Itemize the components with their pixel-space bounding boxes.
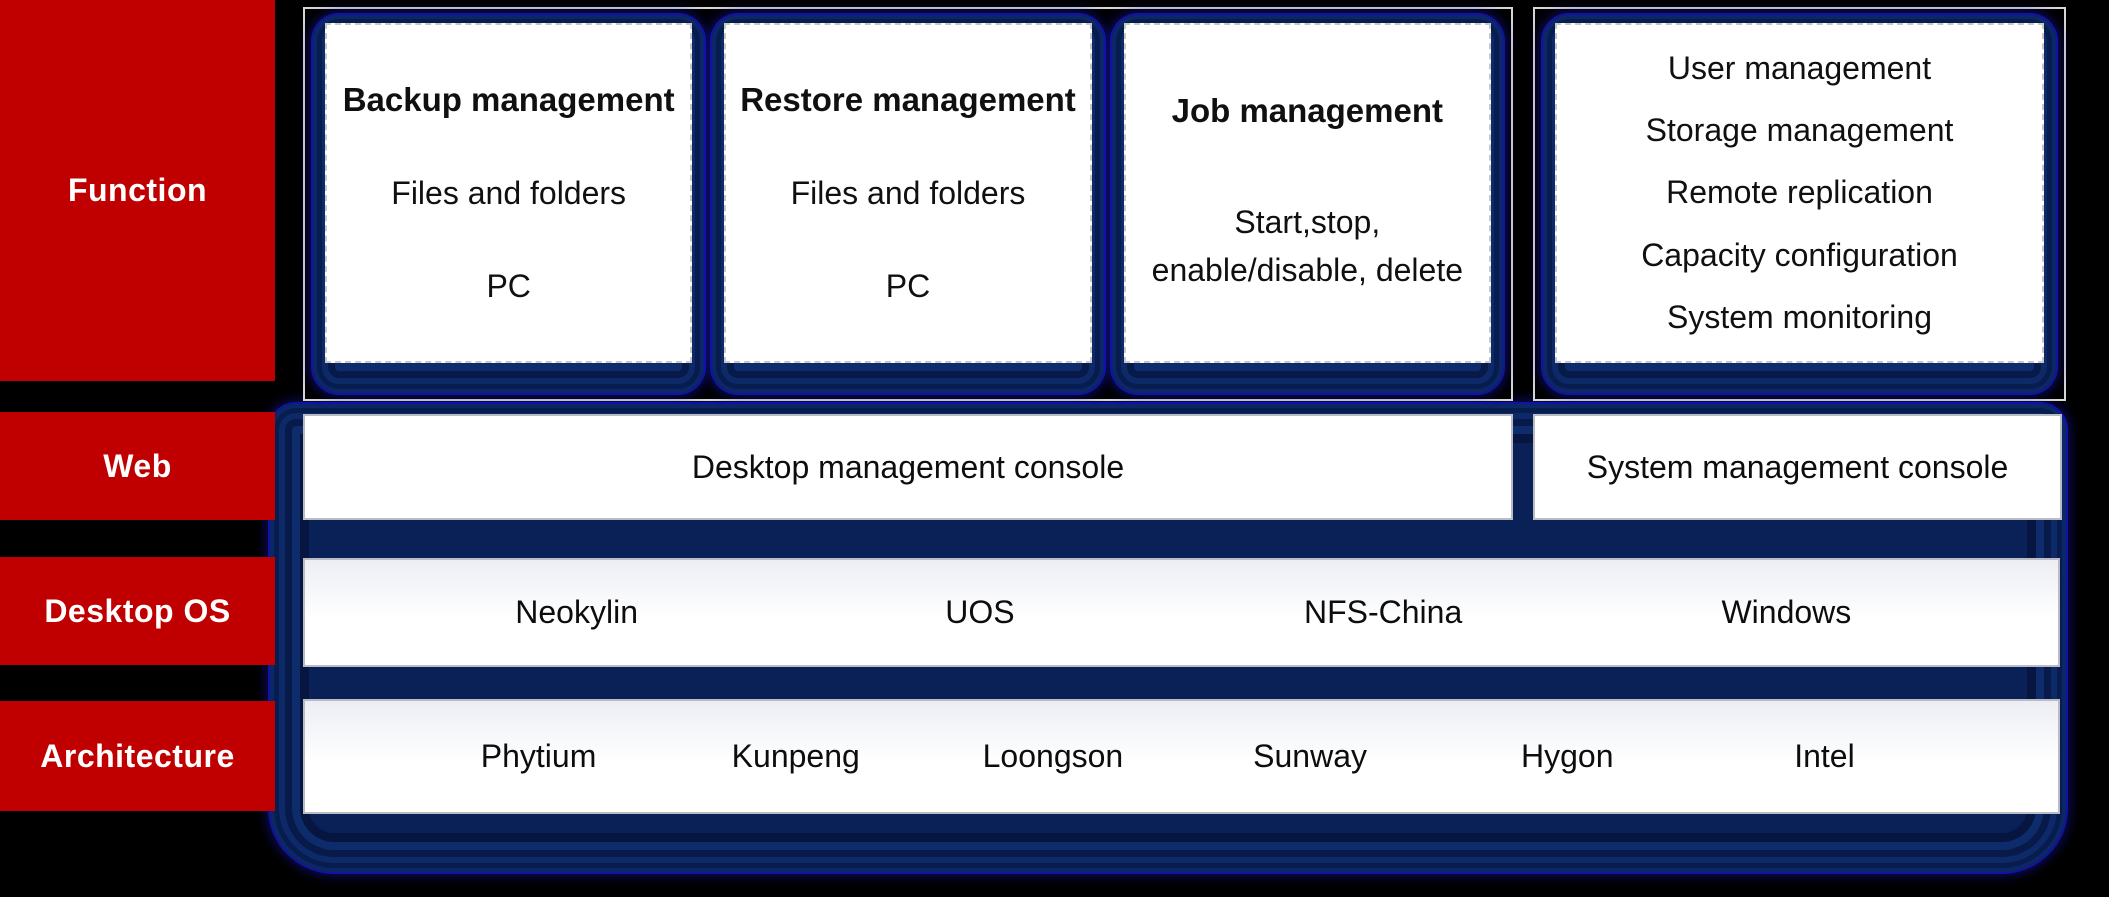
- architecture-bar: Phytium Kunpeng Loongson Sunway Hygon In…: [303, 699, 2060, 814]
- panel-line: Remote replication: [1666, 174, 1933, 211]
- function-group-system: User management Storage management Remot…: [1533, 7, 2066, 401]
- card-title: Job management: [1171, 92, 1444, 130]
- arch-item-sunway: Sunway: [1253, 738, 1367, 774]
- function-group-desktop: Backup management Files and folders PC R…: [303, 7, 1513, 401]
- row-label-architecture-text: Architecture: [40, 737, 235, 774]
- card-line: Start,stop,: [1234, 203, 1381, 240]
- os-item-neokylin: Neokylin: [515, 594, 638, 630]
- card-line: PC: [486, 268, 531, 304]
- card-line: Files and folders: [790, 175, 1026, 211]
- arch-item-loongson: Loongson: [982, 738, 1124, 774]
- card-title: Backup management: [342, 81, 675, 118]
- card-restore-management: Restore management Files and folders PC: [724, 23, 1092, 363]
- row-label-function: Function: [0, 0, 275, 381]
- arch-item-phytium: Phytium: [480, 738, 597, 774]
- card-title: Restore management: [740, 81, 1076, 118]
- row-label-desktop-os-text: Desktop OS: [44, 592, 231, 629]
- panel-line: User management: [1667, 50, 1932, 87]
- panel-line: Capacity configuration: [1641, 236, 1958, 273]
- card-line: PC: [885, 268, 931, 304]
- os-item-nfs-china: NFS-China: [1303, 594, 1463, 630]
- desktop-os-bar: Neokylin UOS NFS-China Windows: [303, 558, 2060, 667]
- card-job-management: Job management Start,stop, enable/disabl…: [1123, 23, 1491, 363]
- card-backdrop: User management Storage management Remot…: [1543, 15, 2056, 393]
- card-backup-management: Backup management Files and folders PC: [325, 23, 693, 363]
- card-line: enable/disable, delete: [1151, 251, 1463, 288]
- card-backdrop: Restore management Files and folders PC: [712, 15, 1104, 393]
- card-system-functions: User management Storage management Remot…: [1555, 23, 2044, 363]
- desktop-management-console-bar: Desktop management console: [303, 414, 1513, 520]
- row-label-desktop-os: Desktop OS: [0, 557, 275, 665]
- system-management-console-bar: System management console: [1533, 414, 2062, 520]
- row-label-architecture: Architecture: [0, 701, 275, 811]
- card-backdrop: Job management Start,stop, enable/disabl…: [1111, 15, 1503, 393]
- card-backdrop: Backup management Files and folders PC: [313, 15, 705, 393]
- panel-line: Storage management: [1645, 112, 1954, 149]
- panel-line: System monitoring: [1667, 298, 1932, 335]
- system-management-console-text: System management console: [1586, 448, 2009, 485]
- row-label-function-text: Function: [67, 172, 208, 208]
- row-label-web: Web: [0, 412, 275, 520]
- card-body: Start,stop, enable/disable, delete: [1152, 198, 1463, 294]
- arch-item-kunpeng: Kunpeng: [731, 738, 860, 774]
- arch-item-intel: Intel: [1794, 738, 1855, 774]
- card-line: Files and folders: [391, 175, 627, 211]
- row-label-web-text: Web: [103, 447, 172, 484]
- desktop-management-console-text: Desktop management console: [691, 448, 1125, 485]
- os-item-uos: UOS: [945, 594, 1015, 630]
- arch-item-hygon: Hygon: [1521, 738, 1614, 774]
- os-item-windows: Windows: [1721, 594, 1852, 630]
